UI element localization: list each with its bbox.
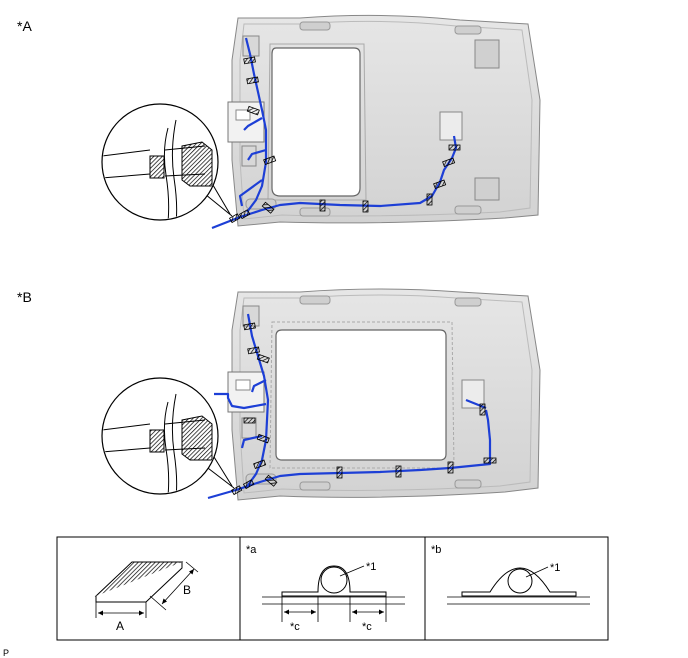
detail-b-cell: *b *1 — [431, 544, 590, 605]
detail-a-dim-right: *c — [362, 621, 372, 633]
detail-magnifier-a — [101, 103, 233, 221]
headliner-b — [227, 288, 541, 501]
dimension-a-label: A — [116, 619, 124, 633]
view-b-label: *B — [17, 289, 32, 305]
tape-markers-b — [230, 322, 497, 496]
detail-b-label: *b — [431, 544, 441, 556]
detail-a-dim-left: *c — [290, 621, 300, 633]
dimension-b-label: B — [183, 583, 191, 597]
view-a-label: *A — [17, 18, 32, 34]
detail-b-callout: *1 — [550, 562, 560, 574]
detail-a-cell: *a *1 *c *c — [246, 544, 405, 633]
detail-a-label: *a — [246, 544, 257, 556]
view-a: *A — [17, 14, 541, 230]
tape-markers-a — [228, 56, 461, 224]
tape-legend-cell: A B — [94, 561, 199, 633]
detail-magnifier-b — [101, 377, 235, 495]
view-b: *B — [17, 288, 541, 501]
detail-a-callout: *1 — [366, 561, 376, 573]
legend-table: A B *a *1 *c *c *b — [56, 536, 609, 641]
headliner-a — [227, 14, 541, 227]
figure-code: P — [3, 648, 9, 658]
